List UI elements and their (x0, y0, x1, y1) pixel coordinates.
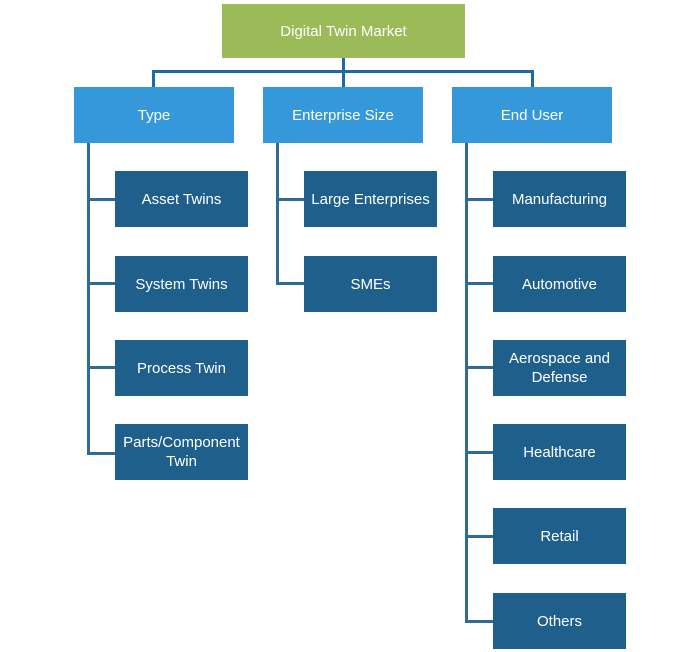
leaf-node-healthcare: Healthcare (493, 424, 626, 480)
leaf-node-retail: Retail (493, 508, 626, 564)
leaf-node-manufacturing: Manufacturing (493, 171, 626, 227)
category-enduser-drop-connector (531, 70, 534, 87)
enterprise-branch-connector (276, 282, 304, 285)
root-stem-connector (342, 58, 345, 72)
category-type-drop-connector (152, 70, 155, 87)
enduser-branch-connector (465, 620, 493, 623)
leaf-node-smes: SMEs (304, 256, 437, 312)
leaf-node-aerospace-and-defense: Aerospace and Defense (493, 340, 626, 396)
enduser-branch-connector (465, 282, 493, 285)
category-node-type: Type (74, 87, 234, 143)
type-spine-connector (87, 143, 90, 455)
root-node-digital-twin-market: Digital Twin Market (222, 4, 465, 58)
type-branch-connector (87, 366, 115, 369)
enduser-spine-connector (465, 143, 468, 623)
leaf-node-automotive: Automotive (493, 256, 626, 312)
type-branch-connector (87, 198, 115, 201)
enduser-branch-connector (465, 535, 493, 538)
leaf-node-system-twins: System Twins (115, 256, 248, 312)
enduser-branch-connector (465, 366, 493, 369)
enduser-branch-connector (465, 451, 493, 454)
leaf-node-process-twin: Process Twin (115, 340, 248, 396)
leaf-node-large-enterprises: Large Enterprises (304, 171, 437, 227)
type-branch-connector (87, 452, 115, 455)
leaf-node-others: Others (493, 593, 626, 649)
type-branch-connector (87, 282, 115, 285)
category-enterprise-drop-connector (342, 70, 345, 87)
enterprise-branch-connector (276, 198, 304, 201)
enduser-branch-connector (465, 198, 493, 201)
category-node-enterprise-size: Enterprise Size (263, 87, 423, 143)
category-node-end-user: End User (452, 87, 612, 143)
leaf-node-asset-twins: Asset Twins (115, 171, 248, 227)
leaf-node-parts-component-twin: Parts/Component Twin (115, 424, 248, 480)
enterprise-spine-connector (276, 143, 279, 285)
